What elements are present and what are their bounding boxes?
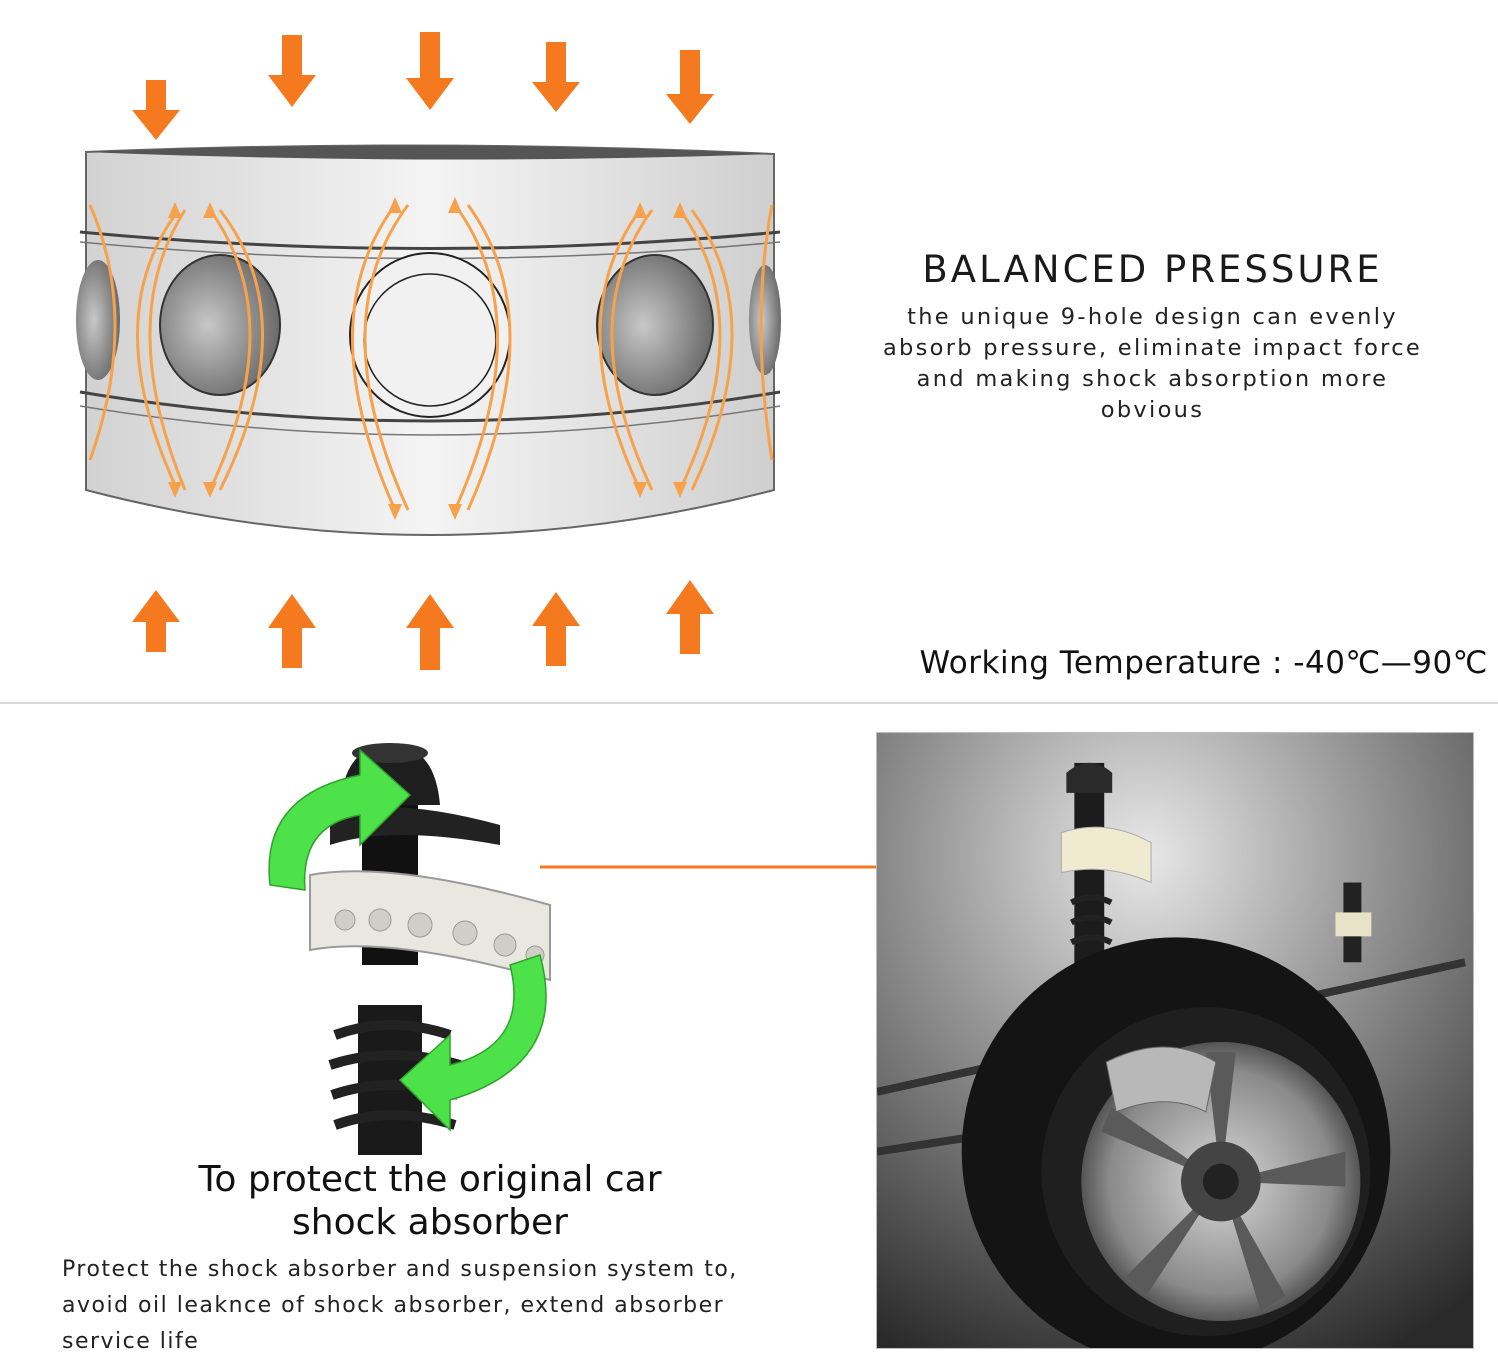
far-shock-absorber [1335, 882, 1372, 963]
protect-desc-line3: service life [62, 1329, 200, 1354]
pressure-flow-lines [88, 204, 774, 511]
car-suspension-photo [876, 732, 1474, 1349]
pressure-diagram [76, 32, 781, 670]
wheel [961, 937, 1391, 1348]
protect-title-line2: shock absorber [292, 1202, 568, 1243]
rubber-cylinder [76, 144, 781, 536]
section-divider [0, 702, 1498, 704]
bottom-pressure-arrows [132, 580, 714, 670]
balanced-pressure-description: the unique 9-hole design can evenly abso… [882, 304, 1423, 423]
balanced-pressure-title: BALANCED PRESSURE [922, 248, 1383, 291]
protect-description: Protect the shock absorber and suspensio… [62, 1252, 852, 1360]
rotation-arrow-icon [268, 748, 547, 1132]
protect-desc-line1: Protect the shock absorber and suspensio… [62, 1257, 738, 1282]
protect-desc-line2: avoid oil leaknce of shock absorber, ext… [62, 1293, 725, 1318]
top-pressure-arrows [132, 32, 714, 140]
flow-arrowheads [168, 197, 687, 520]
near-shock-absorber [1060, 762, 1152, 983]
shock-absorber-illustration [268, 743, 551, 1155]
working-temperature: Working Temperature : -40℃—90℃ [919, 645, 1488, 681]
brake-caliper [1105, 1046, 1217, 1113]
protect-title-line1: To protect the original car [198, 1159, 662, 1200]
protect-title: To protect the original car shock absorb… [130, 1158, 730, 1244]
